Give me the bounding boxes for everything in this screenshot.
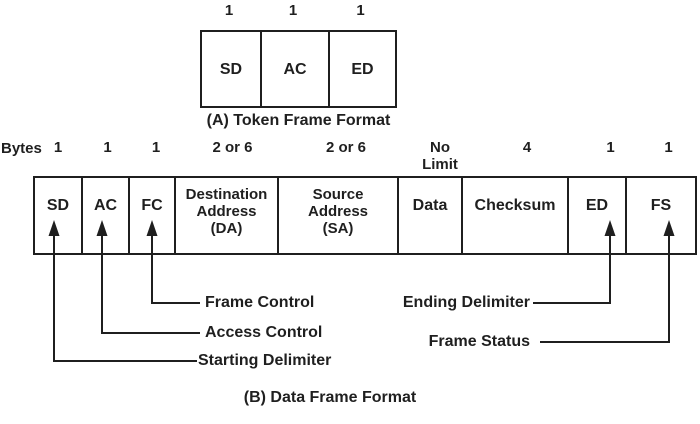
access-control-label: Access Control — [205, 324, 323, 341]
byte-count-fs: 1 — [664, 139, 673, 156]
token-frame-caption: (A) Token Frame Format — [206, 112, 391, 129]
data-cell-data: Data — [399, 178, 463, 253]
token-byte-count-ac: 1 — [288, 2, 298, 19]
bytes-label: Bytes — [1, 140, 42, 157]
byte-count-fc: 1 — [151, 139, 161, 156]
data-cell-ac: AC — [83, 178, 130, 253]
data-cell-checksum: Checksum — [463, 178, 569, 253]
frame-status-label: Frame Status — [428, 333, 530, 350]
frame-control-label: Frame Control — [205, 294, 315, 311]
token-byte-count-sd: 1 — [224, 2, 234, 19]
ending-delimiter-label: Ending Delimiter — [402, 294, 530, 311]
data-cell-fs: FS — [650, 197, 672, 214]
data-cell-sa: Source Address (SA) — [279, 178, 399, 253]
data-cell-fc: FC — [130, 178, 176, 253]
token-cell-sd: SD — [202, 32, 262, 106]
byte-count-da: 2 or 6 — [212, 139, 253, 156]
byte-count-ac: 1 — [103, 139, 112, 156]
token-frame-section: 1 1 1 SD AC ED (A) Token Frame Format — [200, 0, 397, 130]
byte-count-checksum: 4 — [522, 139, 532, 156]
byte-count-sd: 1 — [53, 139, 63, 156]
starting-delimiter-label: Starting Delimiter — [198, 352, 332, 369]
data-frame-table: SD AC FC Destination Address (DA) Source… — [33, 176, 697, 255]
data-frame-caption: (B) Data Frame Format — [243, 389, 417, 406]
token-byte-count-ed: 1 — [356, 2, 365, 19]
byte-count-sa: 2 or 6 — [325, 139, 367, 156]
token-cell-ed: ED — [351, 60, 374, 78]
token-frame-table: SD AC ED — [200, 30, 397, 108]
byte-count-ed: 1 — [606, 139, 615, 156]
byte-count-data: No Limit — [422, 139, 458, 173]
data-cell-ed: ED — [569, 178, 627, 253]
data-cell-sd: SD — [35, 178, 83, 253]
token-cell-ac: AC — [262, 32, 330, 106]
data-cell-da: Destination Address (DA) — [176, 178, 279, 253]
